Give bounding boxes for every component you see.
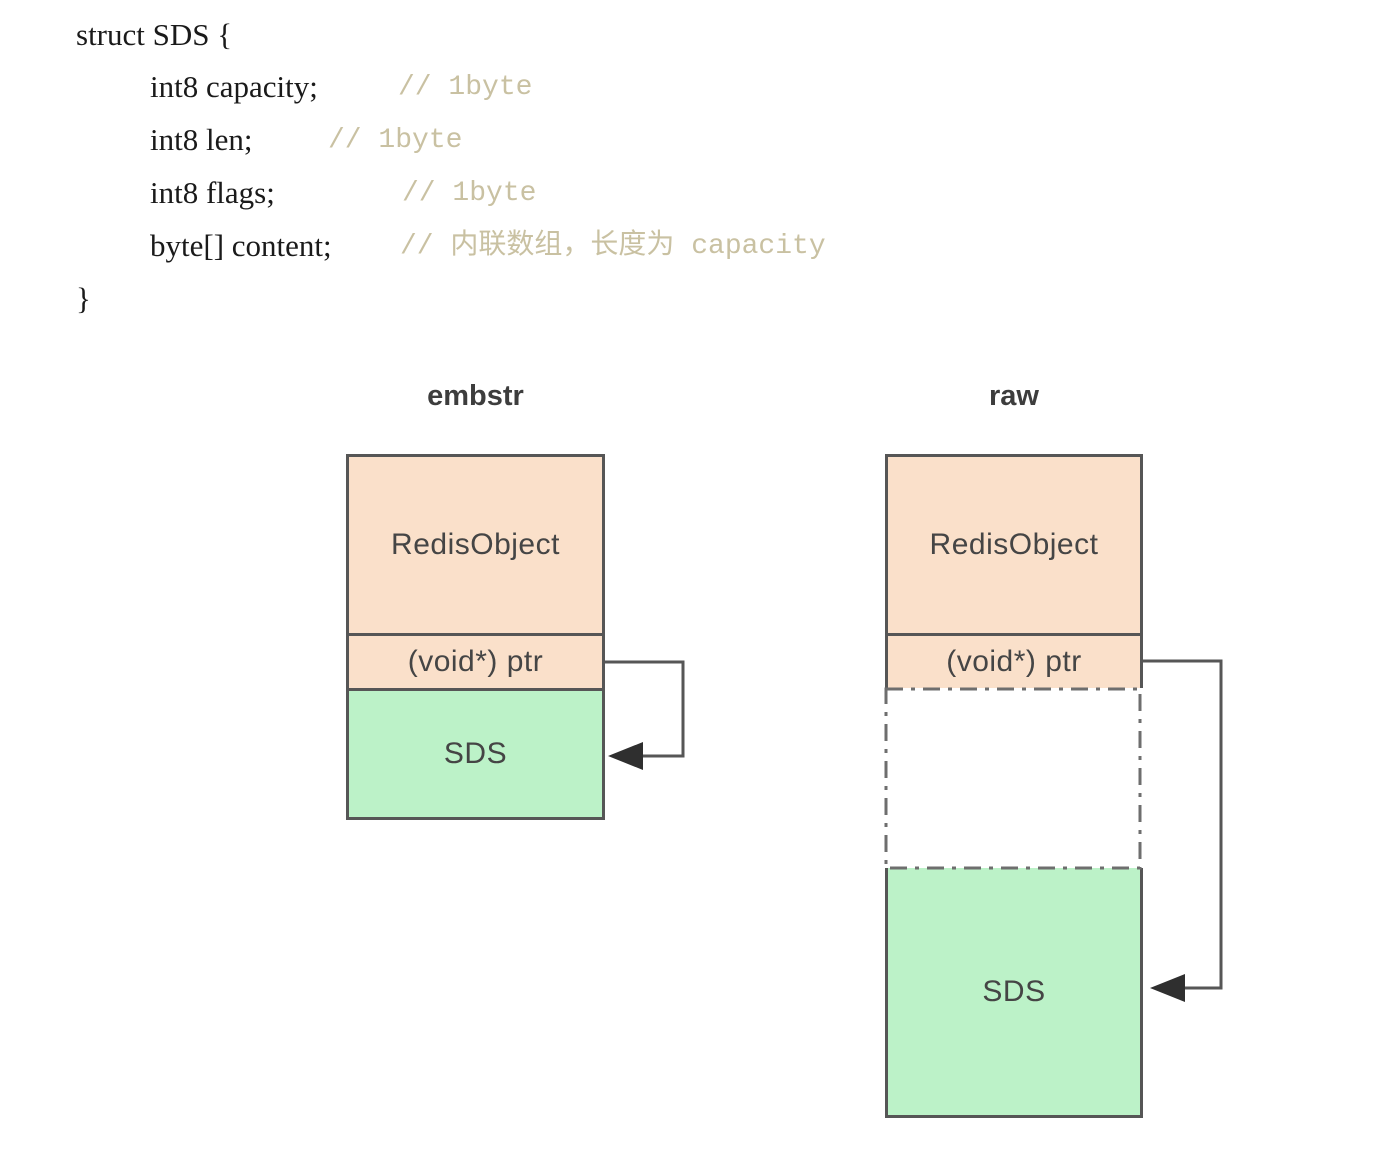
code-comment: // 1byte: [398, 72, 533, 103]
embstr-sds-section: SDS: [349, 688, 602, 817]
ptr-label: (void*) ptr: [946, 645, 1082, 678]
raw-sds-box: SDS: [885, 868, 1143, 1118]
embstr-ptr-section: (void*) ptr: [349, 633, 602, 688]
embstr-redisobject-section: RedisObject: [349, 457, 602, 633]
raw-arrowhead: [1150, 974, 1185, 1002]
code-text: byte[] content;: [150, 228, 332, 263]
raw-title: raw: [989, 380, 1039, 412]
raw-object-box: RedisObject (void*) ptr: [885, 454, 1143, 688]
code-text: int8 len;: [150, 122, 253, 157]
code-line: int8 len; // 1byte: [0, 118, 1376, 162]
ptr-label: (void*) ptr: [407, 645, 544, 678]
code-line: int8 flags; // 1byte: [0, 171, 1376, 215]
code-line: byte[] content; // 内联数组，长度为 capacity: [0, 224, 1376, 268]
code-comment: // 内联数组，长度为 capacity: [400, 231, 826, 262]
raw-ptr-arrow: [1143, 659, 1223, 990]
code-text: struct SDS {: [76, 17, 233, 52]
code-line: struct SDS {: [0, 13, 1376, 57]
code-comment: // 1byte: [402, 178, 537, 209]
code-comment: // 1byte: [328, 125, 463, 156]
embstr-ptr-arrow: [605, 660, 685, 758]
embstr-object-box: RedisObject (void*) ptr SDS: [346, 454, 605, 820]
code-text: int8 flags;: [150, 175, 275, 210]
redisobject-label: RedisObject: [391, 528, 560, 561]
code-line: }: [0, 277, 1376, 321]
raw-redisobject-section: RedisObject: [888, 457, 1140, 633]
sds-label: SDS: [982, 974, 1046, 1008]
embstr-arrowhead: [608, 742, 643, 770]
raw-gap-dashed-outline: [884, 687, 1142, 870]
sds-label: SDS: [443, 737, 508, 770]
code-line: int8 capacity; // 1byte: [0, 65, 1376, 109]
embstr-title: embstr: [427, 380, 524, 412]
redisobject-label: RedisObject: [929, 528, 1099, 561]
code-text: }: [76, 281, 91, 316]
raw-ptr-section: (void*) ptr: [888, 633, 1140, 688]
code-text: int8 capacity;: [150, 69, 318, 104]
